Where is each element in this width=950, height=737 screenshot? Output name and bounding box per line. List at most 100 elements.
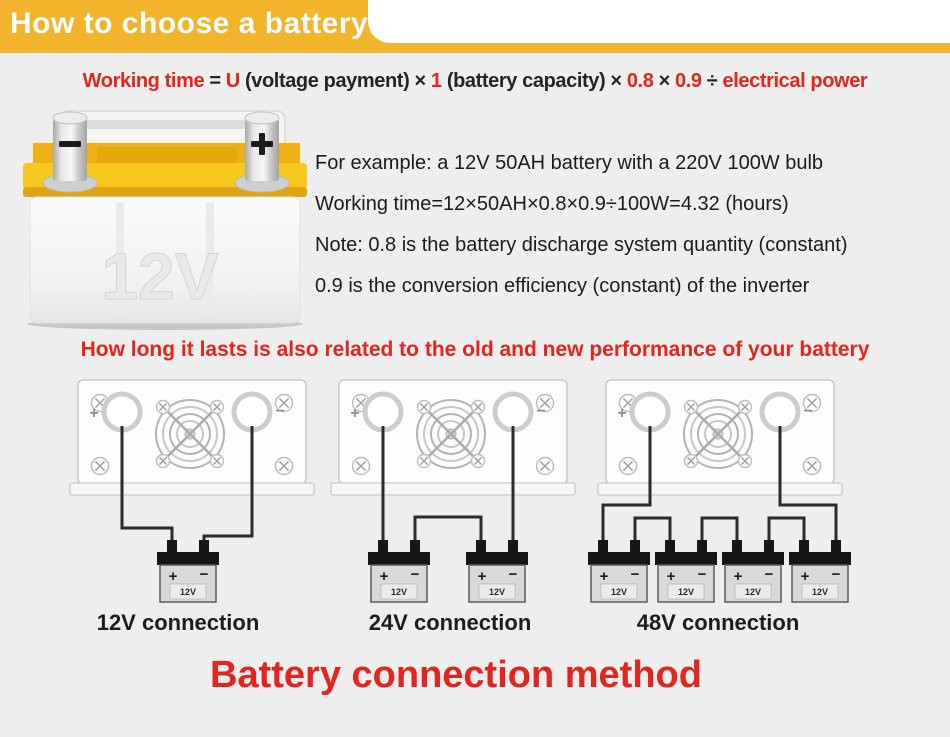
screw-icon — [683, 399, 699, 415]
screw-icon — [470, 453, 486, 469]
example-line: For example: a 12V 50AH battery with a 2… — [315, 152, 824, 174]
plus-mark — [259, 133, 265, 155]
terminal-minus — [759, 391, 801, 433]
wire — [767, 516, 806, 550]
formula-part: U — [225, 70, 240, 92]
battery-body — [29, 196, 301, 324]
battery-voltage: 12V — [745, 587, 761, 597]
formula-part: 0.8 — [626, 70, 654, 92]
minus-label: − — [536, 403, 545, 420]
plus-label: + — [89, 405, 98, 422]
screw-icon — [416, 453, 432, 469]
screw-icon — [209, 399, 225, 415]
formula-part: (voltage payment) × — [239, 70, 431, 92]
battery-12v: +−12V — [368, 540, 430, 603]
battery-12v: + −12V — [466, 540, 528, 603]
screw-icon — [737, 453, 753, 469]
battery-12v: +−12V — [655, 540, 717, 603]
screw-icon — [683, 453, 699, 469]
screw-icon — [274, 393, 294, 413]
example-text-block: For example: a 12V 50AH battery with a 2… — [315, 143, 947, 307]
screw-icon — [618, 456, 638, 476]
plus-label: + — [617, 405, 626, 422]
connection-diagrams: +−+−12V+−+−12V+−12V+−+−12V+−12V+−12V+−12… — [69, 379, 851, 603]
wire — [413, 515, 483, 550]
battery-minus: − — [411, 566, 420, 583]
terminal-plus — [101, 391, 143, 433]
battery-plus: + — [478, 568, 487, 585]
example-line: 0.9 is the conversion efficiency (consta… — [315, 275, 810, 297]
connection-label-24v: 24V connection — [368, 610, 532, 635]
wire — [601, 426, 652, 548]
battery-voltage: 12V — [611, 587, 627, 597]
battery-voltage: 12V — [391, 587, 407, 597]
connection-label-12v: 12V connection — [96, 610, 260, 635]
terminal-plus — [362, 391, 404, 433]
battery-minus: − — [832, 566, 841, 583]
formula-part: 1 — [430, 70, 442, 92]
screw-icon — [90, 456, 110, 476]
fan-icon — [155, 399, 225, 469]
screw-icon — [802, 393, 822, 413]
connection-label-48v: 48V connection — [636, 610, 800, 635]
working-time-formula: Working time = U (voltage payment) × 1 (… — [0, 70, 950, 93]
inverter: +− — [597, 379, 843, 496]
inverter-base — [330, 482, 576, 496]
battery-12v: + −12V — [789, 540, 851, 603]
battery-minus: − — [509, 566, 518, 583]
wire — [633, 516, 672, 550]
battery-voltage-emboss: 12V — [101, 239, 218, 313]
battery-12v: + −12V — [157, 540, 219, 603]
screw-icon — [470, 399, 486, 415]
wire — [700, 516, 739, 550]
terminal-plus — [629, 391, 671, 433]
formula-part: ÷ — [701, 70, 723, 92]
minus-label: − — [803, 403, 812, 420]
battery-voltage: 12V — [812, 587, 828, 597]
example-line: Working time=12×50AH×0.8×0.9÷100W=4.32 (… — [315, 193, 789, 215]
battery-cell-divider — [116, 203, 124, 317]
inverter-base — [597, 482, 843, 496]
battery-plus: + — [600, 568, 609, 585]
header-banner: How to choose a battery — [0, 0, 950, 53]
minus-mark — [59, 141, 81, 147]
battery-collar-lip — [23, 187, 307, 197]
screw-icon — [351, 456, 371, 476]
battery-cell-divider — [206, 203, 214, 317]
inverter: +− — [69, 379, 315, 496]
aging-note: How long it lasts is also related to the… — [80, 338, 870, 361]
screw-icon — [274, 456, 294, 476]
formula-part: Working time — [82, 70, 205, 92]
screw-icon — [535, 456, 555, 476]
battery-handle-slot — [70, 120, 275, 129]
banner-corner-cut — [368, 0, 950, 43]
battery-minus: − — [200, 566, 209, 583]
battery-voltage: 12V — [678, 587, 694, 597]
minus-label: − — [275, 403, 284, 420]
fan-icon — [416, 399, 486, 469]
page-title: How to choose a battery — [10, 7, 369, 40]
battery-12v-illustration: 12V — [23, 110, 307, 330]
formula-part: × — [653, 70, 676, 92]
screw-icon — [155, 399, 171, 415]
battery-plus: + — [667, 568, 676, 585]
battery-12v: +−12V — [722, 540, 784, 603]
screw-icon — [802, 456, 822, 476]
wire — [778, 426, 838, 548]
battery-minus: − — [765, 566, 774, 583]
terminal-minus — [492, 391, 534, 433]
footer-title: Battery connection method — [210, 654, 702, 696]
wire — [120, 426, 174, 548]
screw-icon — [155, 453, 171, 469]
battery-plus: + — [169, 568, 178, 585]
battery-voltage: 12V — [180, 587, 196, 597]
battery-minus: − — [631, 566, 640, 583]
battery-voltage: 12V — [489, 587, 505, 597]
battery-plus: + — [801, 568, 810, 585]
battery-terminal-minus — [42, 111, 98, 193]
terminal-minus — [231, 391, 273, 433]
screw-icon — [535, 393, 555, 413]
screw-icon — [416, 399, 432, 415]
formula-part: 0.9 — [675, 70, 702, 92]
